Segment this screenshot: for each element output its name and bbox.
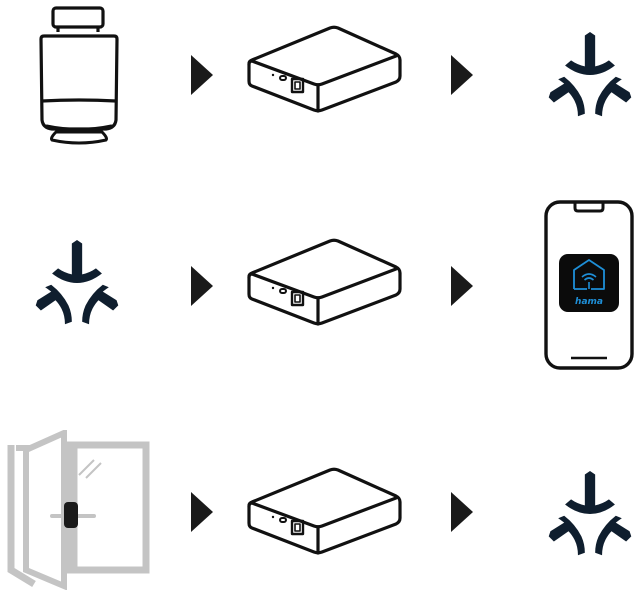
arrow-right-icon	[451, 266, 473, 306]
app-name-label: hama	[575, 297, 603, 307]
window-sensor-icon: Window with door/window contact sensor	[6, 430, 150, 590]
arrow-right-icon	[191, 55, 213, 95]
arrow-right-icon	[191, 266, 213, 306]
matter-logo-icon: Matter	[546, 32, 634, 118]
arrow-right-icon	[451, 55, 473, 95]
hama-app-icon: hama	[559, 254, 619, 312]
smartphone-icon: Smartphone with Hama app hama	[542, 198, 636, 372]
hub-icon: Hub / gateway	[244, 237, 404, 327]
matter-logo-icon: Matter	[546, 471, 634, 557]
arrow-right-icon	[191, 492, 213, 532]
contact-sensor-icon	[64, 502, 78, 528]
hub-icon: Hub / gateway	[244, 24, 404, 114]
arrow-right-icon	[451, 492, 473, 532]
matter-logo-icon: Matter	[32, 240, 122, 326]
thermostat-icon: Radiator thermostat	[36, 4, 122, 146]
hub-icon: Hub / gateway	[244, 466, 404, 556]
